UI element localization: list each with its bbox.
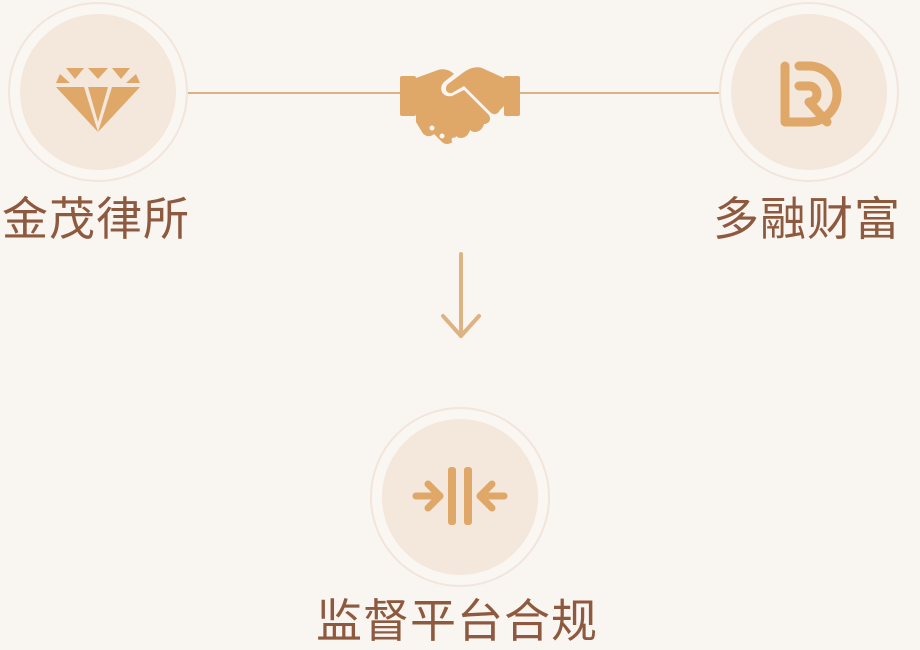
connector-left	[187, 92, 400, 94]
node-disc	[382, 419, 538, 575]
label-right: 多融财富	[713, 192, 901, 246]
node-bottom	[370, 407, 550, 587]
diamond-icon	[56, 68, 140, 132]
label-bottom: 监督平台合规	[316, 594, 598, 648]
label-left: 金茂律所	[2, 192, 190, 246]
compress-arrows-icon	[412, 467, 508, 525]
node-right	[719, 2, 899, 182]
node-disc	[731, 14, 887, 170]
connector-right	[520, 92, 720, 94]
handshake-icon	[400, 67, 520, 144]
dr-logo-icon	[780, 61, 842, 127]
arrow-down-icon	[441, 252, 481, 338]
node-left	[8, 2, 188, 182]
